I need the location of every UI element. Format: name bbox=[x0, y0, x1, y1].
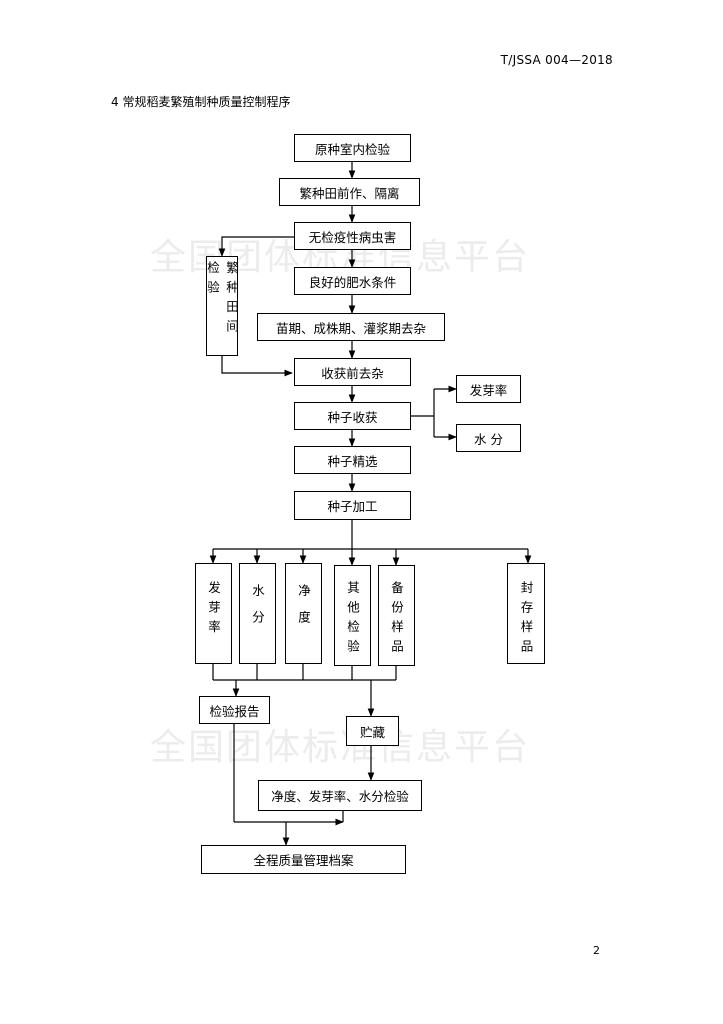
quality-archive-box: 全程质量管理档案 bbox=[201, 845, 406, 874]
test-other-box: 其他检验 bbox=[334, 565, 371, 666]
field-inspection-label: 繁种田间检验 bbox=[205, 261, 239, 339]
test-moisture-label: 水分 bbox=[250, 584, 265, 637]
raw-seed-test-box: 原种室内检验 bbox=[294, 134, 411, 162]
sealed-sample-box: 封存样品 bbox=[507, 563, 545, 664]
seed-processing-box: 种子加工 bbox=[294, 491, 411, 520]
test-backup-sample-box: 备份样品 bbox=[378, 565, 415, 666]
watermark-bottom: 全国团体标准信息平台 bbox=[150, 727, 531, 768]
test-purity-box: 净度 bbox=[285, 563, 322, 664]
arrow-field-inspection-to-preharvest bbox=[221, 356, 293, 377]
test-germination-box: 发芽率 bbox=[195, 563, 232, 664]
test-backup-sample-label: 备份样品 bbox=[389, 581, 404, 659]
pre-harvest-rogue-box: 收获前去杂 bbox=[294, 358, 411, 386]
no-quarantine-pests-box: 无检疫性病虫害 bbox=[294, 222, 411, 250]
test-other-label: 其他检验 bbox=[345, 581, 360, 659]
test-report-box: 检验报告 bbox=[199, 696, 270, 724]
seed-selection-box: 种子精选 bbox=[294, 446, 411, 474]
seed-harvest-box: 种子收获 bbox=[294, 402, 411, 430]
field-inspection-box: 繁种田间检验 bbox=[205, 256, 239, 356]
rogue-growth-stages-box: 苗期、成株期、灌浆期去杂 bbox=[257, 313, 445, 341]
test-moisture-box: 水分 bbox=[239, 563, 276, 664]
test-purity-label: 净度 bbox=[296, 584, 311, 637]
moisture-box: 水 分 bbox=[456, 424, 521, 452]
page-number: 2 bbox=[593, 944, 600, 957]
document-code: T/JSSA 004—2018 bbox=[500, 53, 613, 67]
line-pests-to-field-inspection bbox=[218, 236, 294, 257]
germination-rate-box: 发芽率 bbox=[456, 375, 521, 403]
section-title: 4 常规稻麦繁殖制种质量控制程序 bbox=[111, 95, 291, 109]
test-germination-label: 发芽率 bbox=[206, 581, 221, 640]
pre-crop-isolation-box: 繁种田前作、隔离 bbox=[279, 178, 420, 206]
good-fertilizer-water-box: 良好的肥水条件 bbox=[294, 267, 411, 295]
sealed-sample-label: 封存样品 bbox=[518, 581, 534, 659]
storage-box: 贮藏 bbox=[346, 716, 399, 746]
storage-test-box: 净度、发芽率、水分检验 bbox=[258, 780, 422, 811]
